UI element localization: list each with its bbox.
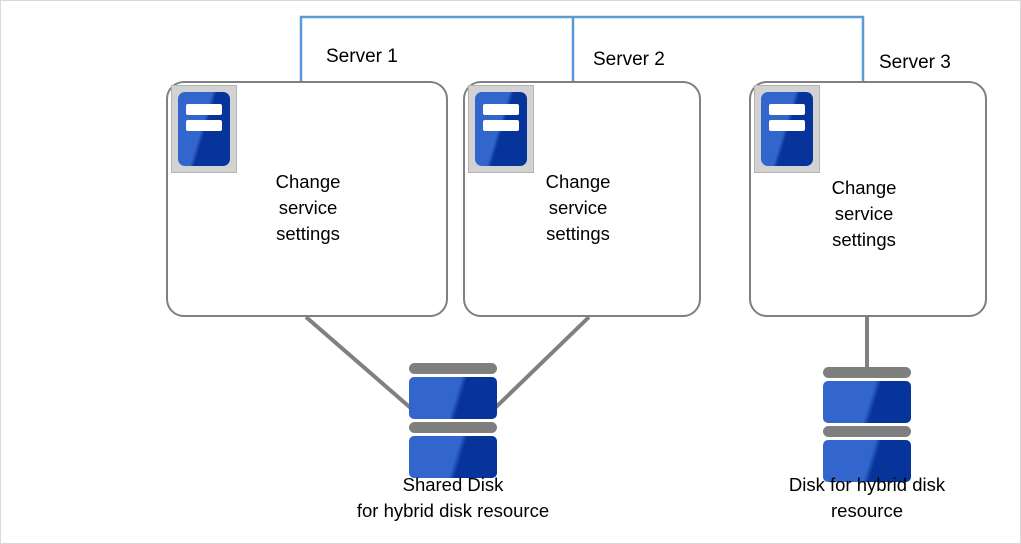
server-icon-bar [186, 103, 222, 115]
server-chassis [178, 92, 230, 166]
hybrid-disk-icon [823, 367, 911, 485]
hybrid-disk-caption-line: resource [831, 500, 903, 521]
disk-plate-top [409, 363, 497, 374]
hybrid-disk-caption: Disk for hybrid disk resource [717, 472, 1017, 524]
server-2-label: Server 2 [593, 49, 665, 70]
server-icon-bar [769, 103, 805, 115]
server-1-body: Change service settings [234, 169, 382, 247]
disk-platter [823, 440, 911, 482]
server-2-body-line: Change [545, 171, 611, 192]
server-2-body-line: service [548, 197, 608, 218]
server-icon-bar [186, 120, 222, 132]
disk-plate-middle [823, 426, 911, 437]
shared-disk-caption-line: Shared Disk [402, 474, 504, 495]
server-icon-bar [483, 103, 519, 115]
shared-disk-caption-line: for hybrid disk resource [356, 500, 550, 521]
server-3-body: Change service settings [790, 175, 938, 253]
server-2-body: Change service settings [504, 169, 652, 247]
disk-platter [409, 436, 497, 478]
server-2-body-line: settings [546, 223, 610, 244]
server-3-body-line: Change [831, 177, 897, 198]
server-2-box[interactable] [463, 81, 701, 317]
server-1-label: Server 1 [326, 46, 398, 67]
server-icon [468, 85, 534, 173]
disk-plate-top [823, 367, 911, 378]
server-3-label: Server 3 [879, 52, 951, 73]
server-icon-bar [769, 120, 805, 132]
server-3-body-line: service [834, 203, 894, 224]
server-chassis [475, 92, 527, 166]
server-chassis [761, 92, 813, 166]
shared-disk-icon [409, 363, 497, 481]
server-1-body-line: settings [276, 223, 340, 244]
server-1-body-line: service [278, 197, 338, 218]
disk-platter [409, 377, 497, 419]
server-icon [754, 85, 820, 173]
hybrid-disk-caption-line: Disk for hybrid disk [788, 474, 946, 495]
shared-disk-caption: Shared Disk for hybrid disk resource [303, 472, 603, 524]
disk-plate-middle [409, 422, 497, 433]
server-1-body-line: Change [275, 171, 341, 192]
server-icon [171, 85, 237, 173]
server-3-body-line: settings [832, 229, 896, 250]
disk-platter [823, 381, 911, 423]
server-icon-bar [483, 120, 519, 132]
